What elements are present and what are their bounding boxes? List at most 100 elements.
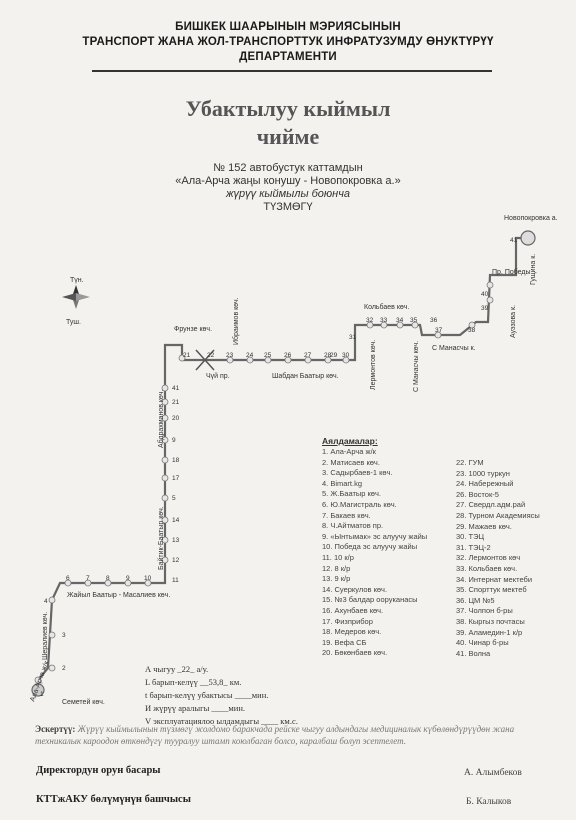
street-zhaiyl: Жайыл Баатыр - Масалиев көч. [67, 591, 170, 599]
svg-text:23: 23 [226, 352, 234, 359]
svg-text:33: 33 [380, 317, 388, 324]
svg-text:14: 14 [172, 517, 180, 524]
legend-item: 17. Физприбор [322, 616, 373, 626]
svg-text:41: 41 [172, 385, 180, 392]
legend-item: 32. Лермонтов көч [456, 553, 521, 563]
legend-item: 1. Ала-Арча ж/к [322, 447, 376, 456]
legend-item: 9. «Ынтымак» эс алуучу жайы [322, 531, 428, 541]
signature-role-1: Директордун орун басары [36, 765, 161, 776]
param-vehicles: А чыгуу _22_ а/у. [145, 664, 209, 674]
legend-left: 1. Ала-Арча ж/к 2. Матисаев көч. 3. Сады… [322, 447, 427, 659]
route-stops [34, 281, 494, 684]
legend-item: 34. Интернат мектеби [456, 574, 533, 584]
terminus-end-icon [520, 230, 536, 246]
legend-item: 7. Бакаев көч. [322, 510, 371, 520]
street-chui: Чүй пр. [206, 372, 230, 380]
legend-item: 11. 10 к/р [322, 552, 354, 562]
street-frunze: Фрунзе көч. [174, 326, 212, 333]
legend-item: 27. Свердл.адм.рай [456, 500, 526, 510]
param-interval: И жүрүү аралыгы ____мин. [145, 703, 246, 713]
subtitle-line-4: ТҮЗМӨГҮ [263, 201, 313, 213]
street-manaschy: С Манасчы к. [432, 345, 476, 352]
svg-text:2: 2 [62, 665, 66, 672]
svg-text:5: 5 [172, 495, 176, 502]
street-semetei: Семетей көч. [62, 698, 105, 706]
svg-text:41: 41 [510, 237, 518, 244]
footnote: Эскертүү: Жүрүү кыймылынын түзмөгү жолдо… [35, 723, 555, 747]
signature-name-1: А. Алымбеков [464, 768, 522, 778]
signature-role-2: КТТжАКУ бөлүмүнүн башчысы [36, 794, 191, 805]
svg-text:28: 28 [324, 352, 332, 359]
legend-item: 41. Волна [456, 648, 491, 658]
street-lermontov: Лермонтов көч. [370, 340, 377, 390]
svg-text:6: 6 [66, 575, 70, 582]
legend-item: 15. №3 балдар ооруканасы [322, 595, 418, 605]
svg-text:1: 1 [40, 691, 44, 698]
svg-text:26: 26 [284, 352, 292, 359]
route-line [36, 236, 528, 690]
detour-cross-icon [195, 349, 215, 371]
svg-text:12: 12 [172, 557, 180, 564]
svg-text:32: 32 [366, 317, 374, 324]
street-sheraliev: Шералиев көч. [42, 612, 49, 660]
svg-text:10: 10 [144, 575, 152, 582]
subtitle-line-3: жүрүү кыймылы боюнча [225, 188, 351, 200]
legend-item: 35. Спорттук мектеб [456, 585, 527, 595]
svg-text:34: 34 [396, 317, 404, 324]
terminus-start-icon [31, 683, 45, 697]
street-gushchina: Гущина к. [530, 254, 537, 285]
street-auezov: Ауэзова к. [510, 305, 517, 338]
footnote-label: Эскертүү: [35, 724, 76, 734]
street-ibraimov: Ибраимов көч. [232, 297, 240, 345]
legend-item: 12. 8 к/р [322, 563, 351, 573]
svg-text:11: 11 [172, 577, 179, 584]
svg-text:7: 7 [86, 575, 90, 582]
department-header: БИШКЕК ШААРЫНЫН МЭРИЯСЫНЫН ТРАНСПОРТ ЖАН… [0, 20, 576, 65]
svg-text:22: 22 [207, 352, 215, 359]
legend-item: 5. Ж.Баатыр көч. [322, 489, 381, 499]
compass-south: Туш. [66, 319, 81, 326]
svg-text:39: 39 [481, 305, 489, 312]
legend-item: 16. Ахунбаев көч. [322, 605, 384, 615]
legend-item: 29. Мажаев көч. [456, 521, 512, 531]
header-line-3: ДЕПАРТАМЕНТИ [239, 51, 337, 63]
svg-text:31: 31 [349, 334, 357, 341]
legend-item: 31. ТЭЦ-2 [456, 542, 491, 552]
legend-item: 14. Суеркулов көч. [322, 584, 388, 594]
legend-item: 22. ГУМ [456, 458, 484, 467]
legend-item: 3. Садырбаев-1 көч. [322, 468, 393, 478]
header-line-1: БИШКЕК ШААРЫНЫН МЭРИЯСЫНЫН [175, 21, 401, 33]
svg-text:27: 27 [304, 352, 312, 359]
legend-item: 13. 9 к/р [322, 574, 351, 584]
legend-right: 22. ГУМ 23. 1000 туркун 24. Набережный 2… [456, 458, 540, 659]
svg-text:37: 37 [435, 327, 443, 334]
street-kolbaev: Кольбаев көч. [364, 303, 409, 311]
svg-text:9: 9 [126, 575, 130, 582]
street-baitik: Байтик-Баатыр көч. [157, 506, 165, 570]
svg-text:18: 18 [172, 457, 180, 464]
legend-item: 24. Набережный [456, 479, 514, 489]
signature-name-2: Б. Калыков [466, 797, 512, 807]
svg-text:13: 13 [172, 537, 180, 544]
legend-item: 38. Кыргыз почтасы [456, 616, 525, 626]
svg-text:8: 8 [106, 575, 110, 582]
route-parameters: А чыгуу _22_ а/у. L барып-келүү __53,8_ … [145, 663, 298, 728]
header-line-2: ТРАНСПОРТ ЖАНА ЖОЛ-ТРАНСПОРТТУК ИНФРАТУЗ… [82, 36, 494, 48]
svg-text:21: 21 [172, 399, 180, 406]
header-divider [92, 70, 492, 72]
legend-item: 39. Аламедин-1 к/р [456, 627, 523, 637]
legend-item: 18. Медеров көч. [322, 627, 382, 637]
legend-item: 8. Ч.Айтматов пр. [322, 521, 384, 531]
subtitle-line-1: № 152 автобустук каттамдын [213, 162, 363, 174]
legend-item: 36. ЦМ №5 [456, 595, 495, 605]
svg-text:38: 38 [468, 327, 476, 334]
param-length: L барып-келүү __53,8_ км. [145, 677, 242, 687]
svg-text:4: 4 [44, 598, 48, 605]
legend-item: 19. Вефа СБ [322, 637, 367, 647]
legend-item: 26. Восток-5 [456, 489, 499, 499]
street-shabdan: Шабдан Баатыр көч. [272, 372, 339, 380]
legend-item: 10. Победа эс алуучу жайы [322, 542, 418, 552]
title-line-1: Убактылуу кыймыл [185, 96, 391, 121]
